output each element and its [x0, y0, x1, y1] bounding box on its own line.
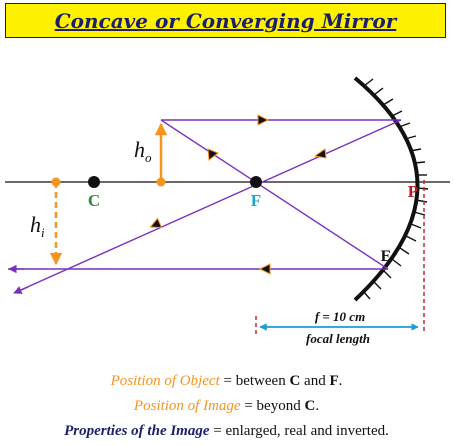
label-pole: P: [408, 182, 418, 201]
property-value-c: C: [289, 373, 301, 389]
property-separator: =: [219, 373, 236, 389]
label-point-e: E: [381, 248, 392, 265]
title-banner: Concave or Converging Mirror: [5, 3, 446, 38]
mirror-hatching: [362, 78, 429, 300]
ray-incident-through-focus: [160, 119, 389, 270]
ray-direction-markers: [149, 114, 327, 275]
property-image-position: Position of Image = beyond C.: [0, 398, 453, 415]
arrow-marker: [258, 263, 271, 275]
light-rays: [8, 119, 402, 294]
label-focus: F: [251, 191, 261, 210]
property-separator: =: [209, 423, 226, 439]
property-value: .: [338, 373, 343, 389]
property-object-position: Position of Object = between C and F.: [0, 373, 453, 390]
property-value: between: [235, 373, 290, 389]
property-separator: =: [240, 398, 257, 414]
arrow-marker: [207, 148, 219, 161]
label-image-height: hi: [30, 212, 45, 240]
property-value: and: [300, 373, 330, 389]
property-value: beyond: [256, 398, 305, 414]
property-key: Position of Object: [110, 373, 220, 389]
object-base-dot: [156, 177, 166, 187]
property-image-properties: Properties of the Image = enlarged, real…: [0, 423, 453, 440]
ray-reflected-through-focus: [13, 119, 402, 294]
ray-end-arrow: [13, 286, 29, 294]
property-value: enlarged, real and inverted.: [225, 423, 389, 439]
arrow-marker: [313, 148, 327, 159]
property-key: Position of Image: [133, 398, 241, 414]
label-focal-caption: focal length: [306, 331, 370, 346]
property-value-f: F: [329, 373, 339, 389]
diagram-title: Concave or Converging Mirror: [54, 8, 397, 33]
focus-dot: [250, 176, 262, 188]
center-of-curvature-dot: [88, 176, 100, 188]
label-object-height: ho: [134, 137, 152, 165]
label-center-of-curvature: C: [88, 191, 100, 210]
arrow-marker: [149, 217, 163, 229]
property-key: Properties of the Image: [64, 423, 210, 439]
label-focal-value: f = 10 cm: [315, 309, 365, 324]
property-value-c: C: [304, 398, 316, 414]
image-base-dot: [51, 177, 61, 187]
property-value: .: [315, 398, 320, 414]
arrow-marker: [257, 114, 270, 126]
